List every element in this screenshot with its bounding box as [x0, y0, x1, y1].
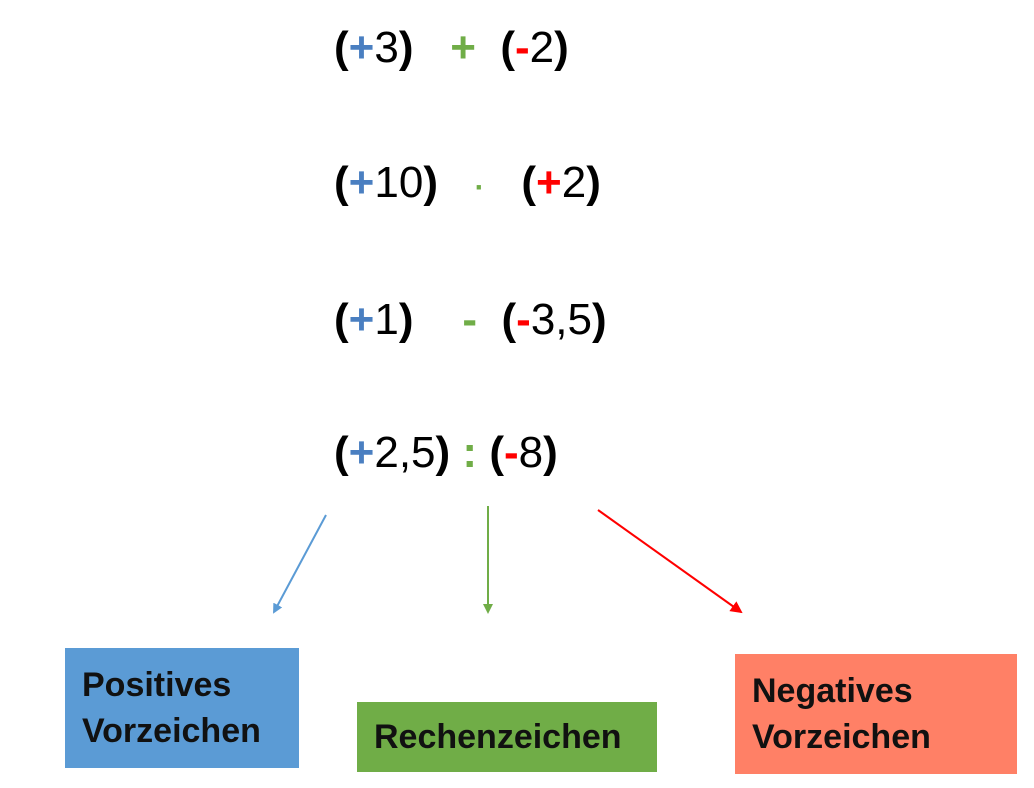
- number: 3,5: [530, 295, 592, 344]
- operator-label-line-1: Rechenzeichen: [374, 718, 622, 756]
- positive-sign: +: [536, 158, 562, 207]
- close-paren: ): [398, 295, 414, 344]
- open-paren: (: [334, 428, 349, 477]
- open-paren: (: [489, 428, 504, 477]
- number: 2: [529, 23, 555, 72]
- close-paren: ): [592, 295, 607, 344]
- expression-4: (+2,5) : (-8): [334, 425, 558, 481]
- arrow-to-positive: [273, 514, 327, 614]
- close-paren: ): [435, 428, 451, 477]
- negative-sign-label-box: Negatives Vorzeichen: [735, 654, 1017, 774]
- number: 8: [518, 428, 544, 477]
- negative-label-line-2: Vorzeichen: [752, 718, 931, 756]
- operator: -: [462, 295, 478, 344]
- close-paren: ): [586, 158, 601, 207]
- number: 10: [374, 158, 424, 207]
- negative-label-line-1: Negatives: [752, 672, 913, 710]
- negative-sign: -: [516, 295, 531, 344]
- open-paren: (: [334, 23, 349, 72]
- open-paren: (: [500, 23, 515, 72]
- operator: ·: [474, 171, 485, 204]
- number: 1: [374, 295, 399, 344]
- close-paren: ): [398, 23, 414, 72]
- expression-1: (+3) + (-2): [334, 20, 569, 76]
- positive-sign: +: [348, 23, 375, 72]
- open-paren: (: [334, 295, 349, 344]
- number: 3: [374, 23, 399, 72]
- operator-label-box: Rechenzeichen: [357, 702, 657, 772]
- positive-label-line-2: Vorzeichen: [82, 712, 261, 750]
- open-paren: (: [521, 158, 536, 207]
- operator: +: [450, 23, 476, 72]
- close-paren: ): [554, 23, 569, 72]
- positive-sign: +: [348, 295, 375, 344]
- open-paren: (: [334, 158, 349, 207]
- positive-sign-label-box: Positives Vorzeichen: [65, 648, 299, 768]
- expression-2: (+10) · (+2): [334, 155, 601, 211]
- positive-sign: +: [348, 428, 375, 477]
- negative-sign: -: [515, 23, 530, 72]
- arrow-to-negative: [597, 509, 743, 614]
- expression-3: (+1) - (-3,5): [334, 292, 607, 348]
- close-paren: ): [423, 158, 438, 207]
- negative-sign: -: [503, 428, 519, 477]
- number: 2: [561, 158, 587, 207]
- open-paren: (: [501, 295, 517, 344]
- close-paren: ): [543, 428, 558, 477]
- positive-label-line-1: Positives: [82, 666, 232, 704]
- operator: :: [462, 428, 478, 477]
- positive-sign: +: [348, 158, 375, 207]
- number: 2,5: [374, 428, 436, 477]
